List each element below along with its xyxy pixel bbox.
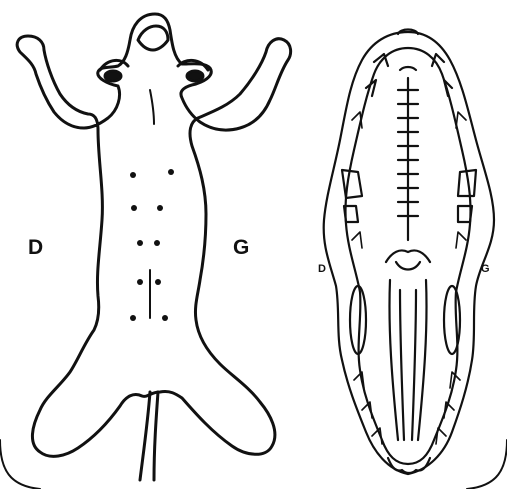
left-figure-label-d: D (28, 236, 43, 260)
ventral-dots (130, 169, 174, 321)
left-figure-label-g: G (233, 236, 249, 260)
right-figure-label-d: D (318, 263, 326, 275)
opened-carcass-outline (324, 30, 494, 475)
right-figure-label-g: G (481, 263, 490, 275)
ventral-body-outline (17, 14, 290, 480)
frame-corner-right (467, 440, 507, 489)
